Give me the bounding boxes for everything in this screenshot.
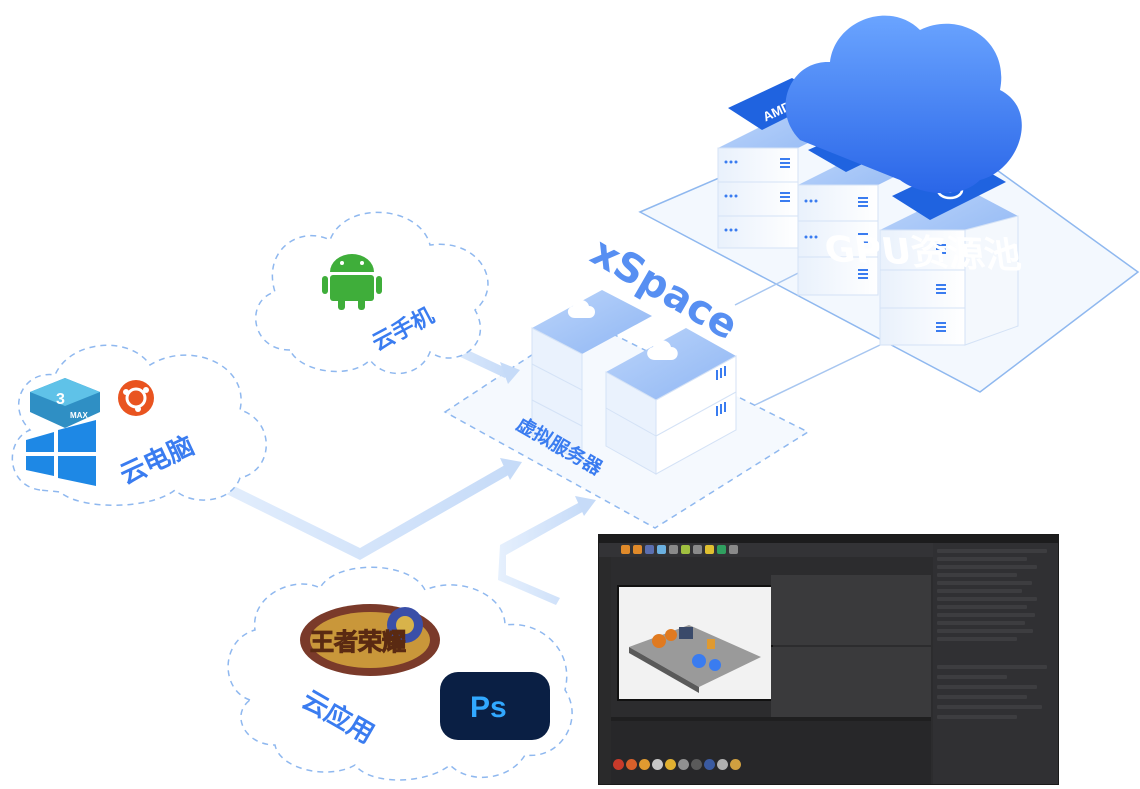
toolbar-icon [657,545,666,554]
timeline [611,717,931,723]
panel-row [937,605,1027,609]
windows-icon [26,420,96,486]
svg-text:3: 3 [56,391,65,408]
photoshop-icon: Ps [440,672,550,740]
panel-row [937,621,1025,625]
render-viewport [617,585,773,701]
render-preview [619,587,771,699]
toolbar-icon [669,545,678,554]
xspace-server-left [531,290,652,463]
panel-row [937,581,1032,585]
cloud-phone-bubble: 云手机 [254,211,489,375]
toolbar-icon [693,545,702,554]
app-titlebar [599,535,1058,543]
ubuntu-icon [118,380,154,416]
material-swatch [639,759,650,770]
panel-row [937,613,1035,617]
svg-text:Ps: Ps [470,691,507,724]
gpu-pool-label: GPU资源池 [822,228,1024,277]
toolbar-icon [681,545,690,554]
gpu-pool-cloud: GPU资源池 [785,15,1024,277]
cloud-pc-bubble: 3 MAX 云电脑 [11,344,267,506]
xspace-server-right [605,328,737,475]
cloud-icon [567,300,595,318]
panel-row [937,629,1033,633]
toolbar-icon [621,545,630,554]
toolbar-icon [645,545,654,554]
material-swatch [691,759,702,770]
panel-row [937,557,1027,561]
material-swatch [717,759,728,770]
panel-row [937,565,1037,569]
3dsmax-icon: 3 MAX [30,378,100,428]
android-icon [322,254,382,310]
material-swatch [730,759,741,770]
material-swatch [652,759,663,770]
svg-text:MAX: MAX [70,411,88,420]
panel-row [937,597,1037,601]
material-swatch [626,759,637,770]
toolbar-icon [717,545,726,554]
panel-row [937,685,1037,689]
panel-row [937,665,1047,669]
panel-row [937,675,1007,679]
viewport-perspective [771,575,931,645]
game-logo-icon: 王者荣耀 [300,604,440,676]
material-swatch [678,759,689,770]
app-screenshot [598,534,1059,785]
material-swatch [665,759,676,770]
toolbar-icon [705,545,714,554]
panel-row [937,589,1022,593]
cloud-app-bubble: 王者荣耀 Ps 云应用 [227,566,573,781]
panel-row [937,549,1047,553]
viewport-front [771,647,931,717]
cloud-icon [647,340,678,360]
panel-row [937,705,1042,709]
toolbar-icon [633,545,642,554]
object-manager-panel [933,543,1058,784]
material-swatch [704,759,715,770]
panel-row [937,573,1017,577]
panel-row [937,637,1017,641]
panel-row [937,695,1027,699]
app-left-toolbar [599,557,611,784]
material-manager [611,721,931,784]
toolbar-icon [729,545,738,554]
svg-text:王者荣耀: 王者荣耀 [310,628,406,656]
material-swatch [613,759,624,770]
panel-row [937,715,1017,719]
